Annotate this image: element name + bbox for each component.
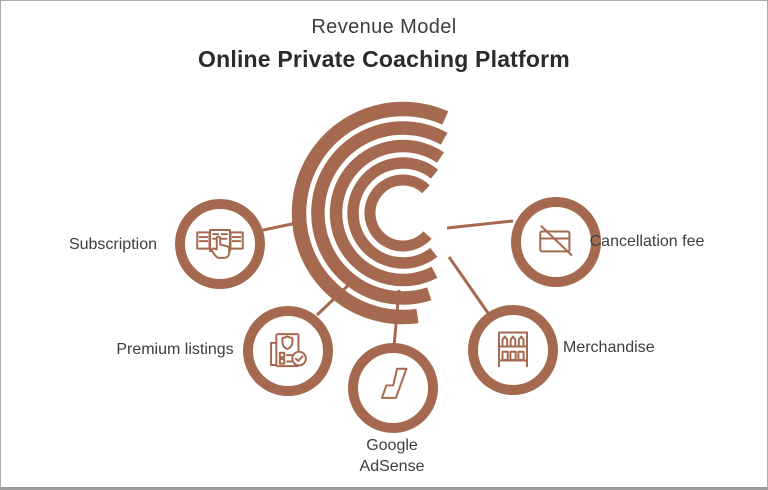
node-label-subscription: Subscription (68, 236, 157, 253)
node-rings (175, 197, 601, 433)
verified-listing-document-icon (260, 323, 316, 379)
spiral-arc (329, 139, 444, 287)
spiral-arc (364, 174, 432, 252)
connector-cancellation-fee (446, 219, 514, 230)
connector-google-adsense (392, 289, 401, 348)
node-label-merchandise: Merchandise (563, 339, 655, 356)
merchandise-shelf-icon (485, 322, 541, 378)
spiral-arc (347, 157, 439, 269)
spiral-arc (291, 101, 449, 325)
spiral-arc (311, 121, 448, 305)
adsense-logo-icon (365, 360, 421, 416)
connector-merchandise (447, 256, 490, 314)
crossed-credit-card-icon (528, 214, 584, 270)
page-title: Revenue Model (311, 16, 457, 38)
node-label-google-adsense: Google AdSense (359, 437, 425, 475)
node-label-premium-listings: Premium listings (116, 341, 234, 358)
node-label-cancellation-fee: Cancellation fee (589, 233, 705, 250)
page-subtitle: Online Private Coaching Platform (198, 46, 570, 72)
node-ring-google-adsense (348, 343, 438, 433)
hand-pressing-tickets-icon (192, 216, 248, 272)
center-spiral (291, 101, 449, 325)
connector-premium-listings (315, 275, 359, 317)
node-ring-merchandise (468, 305, 558, 395)
node-ring-cancellation-fee (511, 197, 601, 287)
